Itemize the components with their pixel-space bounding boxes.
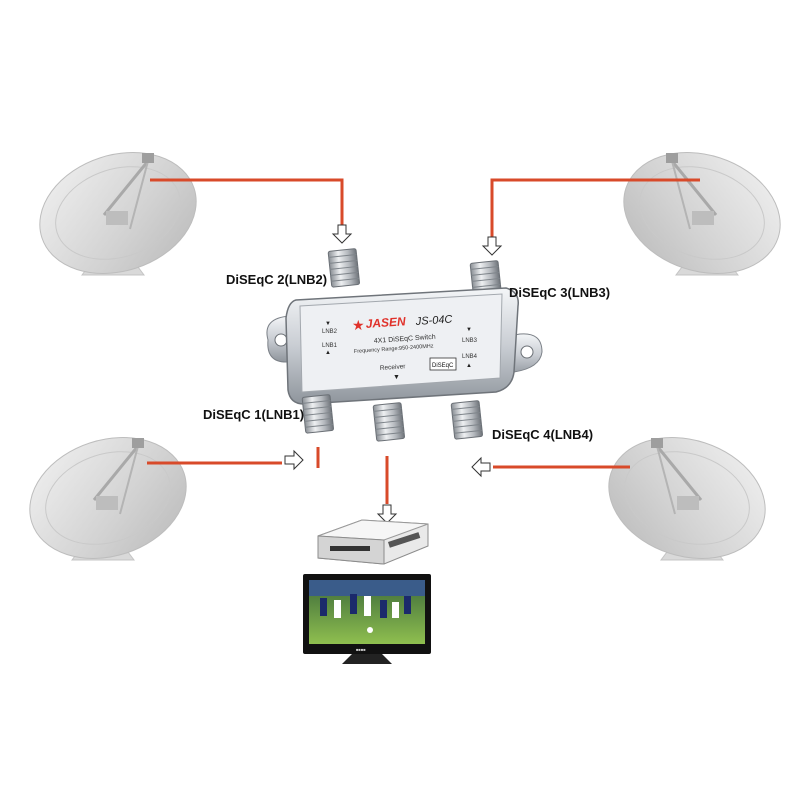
port-label-lnb2: DiSEqC 2(LNB2) (226, 272, 328, 287)
svg-text:▼: ▼ (393, 374, 400, 381)
cable-lnb3 (490, 178, 700, 238)
svg-text:▲: ▲ (325, 350, 331, 356)
satellite-dish-lnb2 (22, 131, 214, 295)
svg-text:▲: ▲ (466, 363, 472, 369)
port-label-lnb1: DiSEqC 1(LNB1) (203, 407, 305, 422)
arrow-left-lnb4 (471, 457, 491, 477)
port-label-lnb4: DiSEqC 4(LNB4) (492, 427, 594, 442)
svg-text:▼: ▼ (325, 321, 331, 327)
cable-lnb2 (150, 178, 344, 225)
switch-lnb1-label: LNB1 (322, 343, 338, 349)
svg-text:■■■■: ■■■■ (356, 647, 366, 652)
diseqc-badge-text: DiSEqC (432, 363, 454, 369)
satellite-receiver (317, 519, 429, 565)
switch-lnb2-label: LNB2 (322, 329, 338, 335)
switch-brand: JASEN (365, 314, 406, 331)
television: ■■■■ (303, 574, 431, 664)
diseqc-badge (429, 357, 457, 371)
connector-lnb4 (450, 400, 484, 440)
port-label-lnb3: DiSEqC 3(LNB3) (509, 285, 611, 300)
switch-lnb4-label: LNB4 (462, 354, 478, 360)
switch-receiver-label: Receiver (380, 363, 407, 372)
connector-lnb2 (327, 248, 361, 288)
arrow-down-lnb2 (332, 224, 352, 244)
satellite-dish-lnb1 (12, 416, 204, 580)
connector-lnb1 (301, 394, 335, 434)
switch-model: JS-04C (414, 313, 452, 328)
cables (147, 178, 700, 504)
connector-receiver (372, 402, 406, 442)
arrow-right-lnb1 (284, 450, 304, 470)
switch-lnb3-label: LNB3 (462, 338, 478, 344)
switch-brand-star: ★ (352, 317, 365, 333)
svg-text:▼: ▼ (466, 327, 472, 333)
arrow-down-receiver (377, 504, 397, 524)
diseqc-switch: ★ JASEN JS-04C 4X1 DiSEqC Switch Frequen… (266, 248, 543, 442)
switch-frequency: Frequency Range:950-2400MHz (354, 343, 434, 355)
switch-title: 4X1 DiSEqC Switch (374, 334, 436, 345)
satellite-dish-lnb3 (606, 131, 798, 295)
arrow-down-lnb3 (482, 236, 502, 256)
satellite-dish-lnb4 (591, 416, 783, 580)
